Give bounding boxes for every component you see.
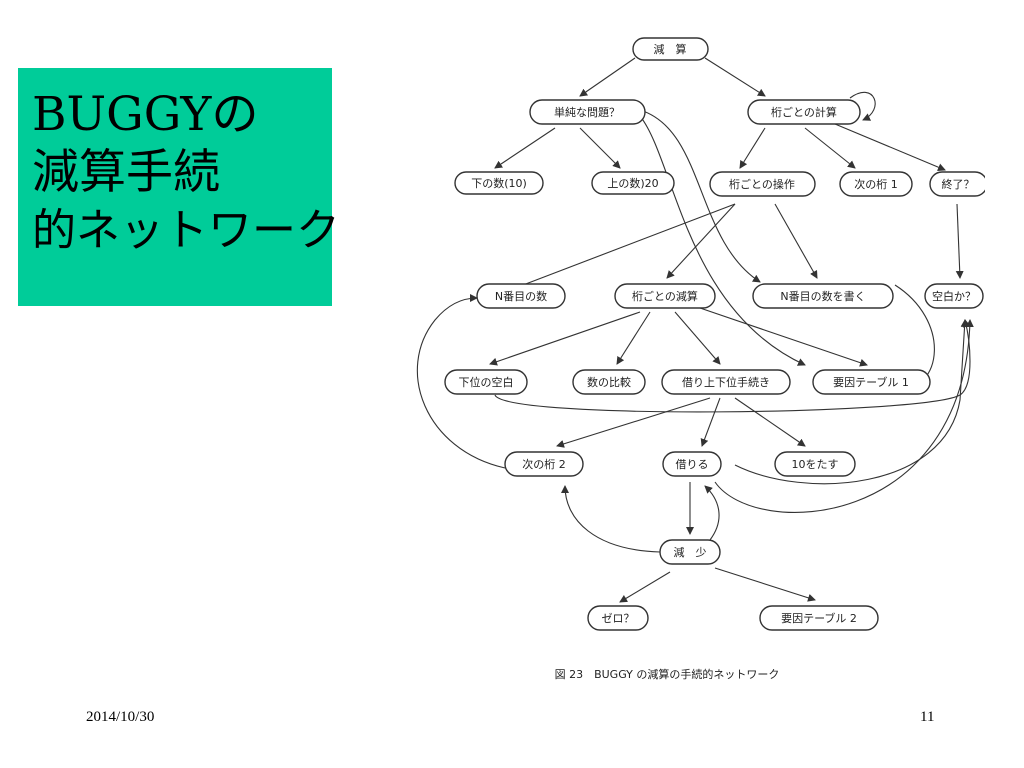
svg-text:N番目の数を書く: N番目の数を書く bbox=[780, 289, 865, 303]
network-diagram-svg: 減 算 単純な問題？ 桁ごとの計算 下の数(10) 上の数)20 桁ごとの操作 … bbox=[416, 37, 985, 681]
svg-text:桁ごとの減算: 桁ごとの減算 bbox=[632, 289, 698, 303]
edge bbox=[616, 311, 651, 365]
svg-text:N番目の数: N番目の数 bbox=[495, 290, 547, 303]
svg-text:減 少: 減 少 bbox=[674, 545, 707, 559]
node-1: 減 算 bbox=[632, 37, 709, 61]
svg-text:借り上下位手続き: 借り上下位手続き bbox=[682, 375, 770, 389]
svg-text:減 算: 減 算 bbox=[654, 42, 687, 56]
edge bbox=[804, 127, 856, 169]
node-22: 要因テーブル 2 bbox=[759, 605, 879, 631]
node-4: 下の数(10) bbox=[454, 171, 544, 195]
edge bbox=[639, 109, 761, 283]
network-diagram: 減 算 単純な問題？ 桁ごとの計算 下の数(10) 上の数)20 桁ごとの操作 … bbox=[405, 20, 985, 700]
edge bbox=[849, 91, 876, 121]
node-17: 次の桁 2 bbox=[504, 451, 584, 477]
edge bbox=[509, 203, 736, 292]
slide-title-box: BUGGYの 減算手続 的ネットワーク bbox=[18, 68, 340, 306]
edge bbox=[666, 203, 736, 279]
node-14: 数の比較 bbox=[572, 369, 646, 395]
svg-text:下の数(10): 下の数(10) bbox=[471, 177, 527, 190]
edge bbox=[416, 294, 506, 469]
node-7: 次の桁 1 bbox=[839, 171, 913, 197]
edge bbox=[955, 203, 964, 279]
node-16: 要因テーブル 1 bbox=[812, 369, 931, 395]
edges bbox=[416, 57, 974, 603]
svg-text:借りる: 借りる bbox=[676, 458, 709, 471]
svg-text:10をたす: 10をたす bbox=[792, 458, 839, 471]
svg-text:単純な問題？: 単純な問題？ bbox=[554, 105, 620, 119]
svg-text:桁ごとの計算: 桁ごとの計算 bbox=[771, 105, 837, 119]
svg-text:数の比較: 数の比較 bbox=[587, 375, 631, 389]
node-20: 減 少 bbox=[659, 539, 721, 565]
edge bbox=[579, 57, 636, 97]
edge bbox=[834, 123, 946, 171]
node-5: 上の数)20 bbox=[591, 171, 675, 195]
edge bbox=[700, 397, 721, 447]
svg-text:要因テーブル 2: 要因テーブル 2 bbox=[781, 611, 857, 625]
edge bbox=[734, 397, 806, 447]
svg-text:ゼロ？: ゼロ？ bbox=[602, 612, 635, 625]
edge bbox=[734, 319, 969, 485]
node-9: N番目の数 bbox=[476, 283, 566, 309]
title-line-1: BUGGYの bbox=[32, 87, 259, 142]
node-10: 桁ごとの減算 bbox=[614, 283, 716, 309]
node-3: 桁ごとの計算 bbox=[747, 99, 861, 125]
node-11: N番目の数を書く bbox=[752, 283, 894, 309]
node-15: 借り上下位手続き bbox=[661, 369, 791, 395]
footer-page-number: 11 bbox=[920, 709, 935, 725]
edge bbox=[739, 127, 766, 169]
node-6: 桁ごとの操作 bbox=[709, 171, 816, 197]
node-8: 終了？ bbox=[929, 171, 985, 197]
edge bbox=[639, 115, 806, 366]
node-18: 借りる bbox=[662, 451, 722, 477]
footer-date: 2014/10/30 bbox=[86, 709, 155, 725]
figure-caption: 図 23 BUGGY の減算の手続的ネットワーク bbox=[555, 667, 780, 681]
node-21: ゼロ？ bbox=[587, 605, 649, 631]
edge bbox=[704, 57, 766, 97]
edge bbox=[556, 397, 711, 448]
svg-text:次の桁 2: 次の桁 2 bbox=[522, 457, 566, 471]
edge bbox=[619, 571, 671, 603]
svg-text:空白か？: 空白か？ bbox=[932, 289, 976, 303]
edge bbox=[774, 203, 818, 279]
edge bbox=[494, 319, 971, 413]
svg-text:桁ごとの操作: 桁ごとの操作 bbox=[729, 177, 795, 191]
edge bbox=[714, 319, 974, 513]
svg-text:終了？: 終了？ bbox=[942, 177, 975, 191]
svg-text:要因テーブル 1: 要因テーブル 1 bbox=[833, 375, 909, 389]
edge bbox=[494, 127, 556, 169]
title-line-3: 的ネットワーク bbox=[32, 205, 340, 256]
node-19: 10をたす bbox=[774, 451, 856, 477]
node-2: 単純な問題？ bbox=[529, 99, 646, 125]
edge bbox=[579, 127, 621, 169]
edge bbox=[714, 567, 816, 602]
node-13: 下位の空白 bbox=[444, 369, 528, 395]
svg-text:上の数)20: 上の数)20 bbox=[607, 177, 658, 190]
edge bbox=[699, 307, 868, 367]
node-12: 空白か？ bbox=[924, 283, 984, 309]
svg-text:次の桁 1: 次の桁 1 bbox=[854, 177, 898, 191]
edge bbox=[704, 485, 720, 541]
svg-text:下位の空白: 下位の空白 bbox=[459, 375, 514, 389]
edge bbox=[561, 485, 661, 553]
edge bbox=[674, 311, 721, 365]
title-line-2: 減算手続 bbox=[32, 145, 220, 200]
edge bbox=[489, 311, 641, 366]
